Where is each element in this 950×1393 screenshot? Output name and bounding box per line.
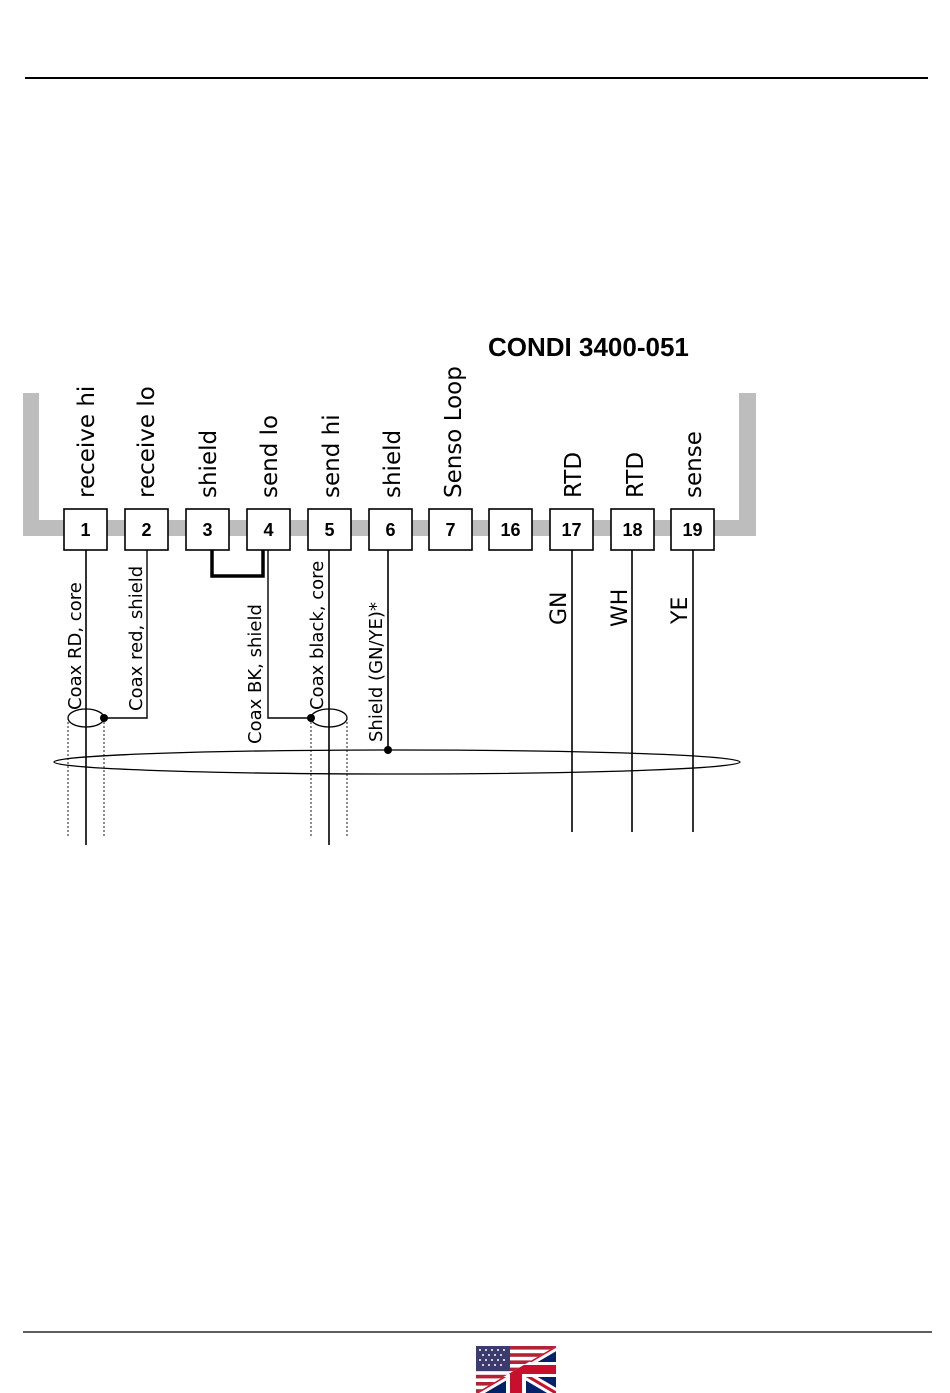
wire-label-wh: WH <box>608 589 633 627</box>
terminal-label: Senso Loop <box>441 366 467 498</box>
wire-label-coax-bk-shield: Coax BK, shield <box>245 604 266 744</box>
us-uk-flag-icon <box>476 1346 556 1393</box>
shield-junction-dot <box>307 714 315 722</box>
wire-label-coax-red-shield: Coax red, shield <box>126 566 147 711</box>
terminal-label: shield <box>196 430 222 498</box>
wire-label-gn: GN <box>547 591 572 625</box>
diagram-title: CONDI 3400-051 <box>488 332 689 362</box>
terminal-4: 4 send lo <box>247 415 290 550</box>
terminal-label: sense <box>681 431 707 498</box>
terminal-18: 18 RTD <box>611 452 654 550</box>
terminal-16: 16 <box>489 509 532 550</box>
terminal-6: 6 shield <box>369 430 412 550</box>
terminal-19: 19 sense <box>671 431 714 550</box>
terminal-label: shield <box>380 430 406 498</box>
terminal-1: 1 receive hi <box>64 386 107 550</box>
terminal-label: send hi <box>319 414 345 498</box>
terminal-label: send lo <box>257 415 283 498</box>
wire-label-coax-black-core: Coax black, core <box>307 561 328 710</box>
terminal-number: 1 <box>80 520 90 540</box>
wire-label-ye: YE <box>668 597 693 625</box>
terminal-label: RTD <box>623 452 649 498</box>
terminal-number: 16 <box>500 520 520 540</box>
terminal-number: 18 <box>622 520 642 540</box>
jumper-3-4 <box>212 550 263 576</box>
terminal-3: 3 shield <box>186 430 229 550</box>
shield-junction-dot <box>100 714 108 722</box>
terminal-17: 17 RTD <box>550 452 593 550</box>
terminal-number: 3 <box>202 520 212 540</box>
terminal-number: 2 <box>141 520 151 540</box>
terminal-7: 7 Senso Loop <box>429 366 472 550</box>
terminal-label: RTD <box>561 452 587 498</box>
shield-junction-dot <box>384 746 392 754</box>
terminal-2: 2 receive lo <box>125 386 168 550</box>
terminal-number: 7 <box>445 520 455 540</box>
terminal-5: 5 send hi <box>308 414 351 550</box>
cable-shield-ellipse <box>54 750 740 774</box>
terminal-number: 4 <box>263 520 273 540</box>
terminal-label: receive hi <box>74 386 100 498</box>
terminal-number: 19 <box>682 520 702 540</box>
wire-label-coax-rd-core: Coax RD, core <box>65 582 86 710</box>
wire-label-shield-gnye: Shield (GN/YE)* <box>366 602 387 742</box>
terminal-label: receive lo <box>134 386 160 498</box>
terminal-number: 6 <box>385 520 395 540</box>
terminal-number: 17 <box>561 520 581 540</box>
terminal-number: 5 <box>324 520 334 540</box>
